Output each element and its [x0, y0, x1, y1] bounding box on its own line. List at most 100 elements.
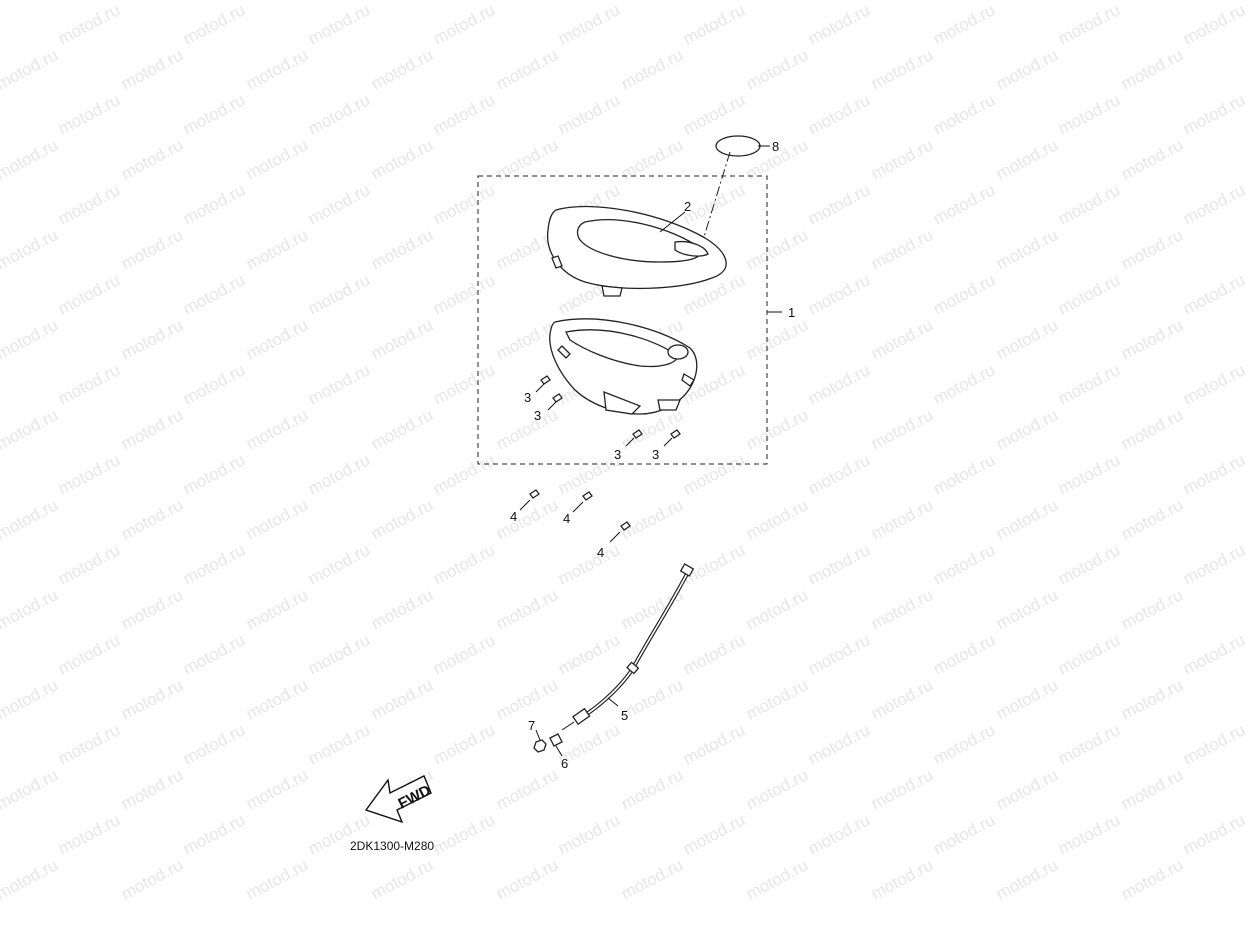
watermark-text: motod.ru — [868, 585, 936, 633]
watermark-text: motod.ru — [868, 765, 936, 813]
watermark-text: motod.ru — [743, 405, 811, 453]
watermark-text: motod.ru — [430, 0, 498, 48]
watermark-text: motod.ru — [118, 45, 186, 93]
watermark-text: motod.ru — [0, 315, 61, 363]
watermark-text: motod.ru — [993, 315, 1061, 363]
watermark-text: motod.ru — [180, 630, 248, 678]
watermark-text: motod.ru — [1118, 675, 1186, 723]
watermark-text: motod.ru — [993, 675, 1061, 723]
watermark-text: motod.ru — [493, 585, 561, 633]
watermark-text: motod.ru — [118, 405, 186, 453]
watermark-text: motod.ru — [305, 630, 373, 678]
watermark-text: motod.ru — [868, 45, 936, 93]
watermark-text: motod.ru — [993, 405, 1061, 453]
watermark-text: motod.ru — [0, 135, 61, 183]
watermark-text: motod.ru — [368, 855, 436, 903]
screw-group-3 — [535, 375, 681, 447]
watermark-text: motod.ru — [118, 0, 186, 4]
watermark-text: motod.ru — [55, 360, 123, 408]
watermark-text: motod.ru — [1055, 360, 1123, 408]
watermark-text: motod.ru — [180, 720, 248, 768]
watermark-text: motod.ru — [1118, 765, 1186, 813]
watermark-text: motod.ru — [680, 90, 748, 138]
watermark-text: motod.ru — [305, 270, 373, 318]
watermark-text: motod.ru — [0, 45, 61, 93]
watermark-text: motod.ru — [930, 810, 998, 858]
leader-5 — [607, 697, 619, 707]
screw-3b — [552, 393, 563, 403]
watermark-text: motod.ru — [618, 855, 686, 903]
watermark-text: motod.ru — [743, 585, 811, 633]
watermark-text: motod.ru — [430, 360, 498, 408]
watermark-text: motod.ru — [805, 720, 873, 768]
watermark-text: motod.ru — [743, 225, 811, 273]
part-meter-body — [549, 318, 698, 415]
watermark-text: motod.ru — [1118, 225, 1186, 273]
watermark-text: motod.ru — [1055, 270, 1123, 318]
watermark-text: motod.ru — [1180, 270, 1246, 318]
callout-7: 7 — [528, 718, 535, 733]
watermark-text: motod.ru — [368, 225, 436, 273]
watermark-text: motod.ru — [243, 0, 311, 4]
watermark-text: motod.ru — [1180, 720, 1246, 768]
watermark-text: motod.ru — [680, 540, 748, 588]
watermark-text: motod.ru — [0, 675, 61, 723]
watermark-text: motod.ru — [618, 0, 686, 4]
watermark-text: motod.ru — [1118, 135, 1186, 183]
watermark-text: motod.ru — [180, 0, 248, 48]
watermark-text: motod.ru — [430, 540, 498, 588]
watermark-text: motod.ru — [118, 765, 186, 813]
watermark-text: motod.ru — [993, 585, 1061, 633]
screw-3d — [670, 429, 681, 439]
watermark-text: motod.ru — [305, 450, 373, 498]
watermark-text: motod.ru — [305, 720, 373, 768]
watermark-text: motod.ru — [493, 675, 561, 723]
watermark-text: motod.ru — [805, 270, 873, 318]
callout-3d: 3 — [652, 447, 659, 462]
watermark-text: motod.ru — [55, 630, 123, 678]
watermark-text: motod.ru — [1055, 810, 1123, 858]
watermark-text: motod.ru — [1180, 540, 1246, 588]
part-2-meter-cover — [547, 205, 727, 297]
watermark-text: motod.ru — [118, 315, 186, 363]
watermark-text: motod.ru — [930, 720, 998, 768]
watermark-text: motod.ru — [493, 0, 561, 4]
callout-3c: 3 — [614, 447, 621, 462]
leader-2 — [659, 211, 686, 233]
watermark-text: motod.ru — [55, 90, 123, 138]
watermark-text: motod.ru — [993, 855, 1061, 903]
watermark-text: motod.ru — [305, 90, 373, 138]
watermark-text: motod.ru — [55, 540, 123, 588]
watermark-text: motod.ru — [868, 855, 936, 903]
diagram-code: 2DK1300-M280 — [350, 839, 434, 853]
watermark-text: motod.ru — [1118, 45, 1186, 93]
screw-4a — [529, 489, 540, 499]
watermark-text: motod.ru — [368, 45, 436, 93]
watermark-text: motod.ru — [55, 0, 123, 48]
watermark-text: motod.ru — [805, 0, 873, 48]
callout-4c: 4 — [597, 545, 604, 560]
watermark-text: motod.ru — [305, 360, 373, 408]
watermark-text: motod.ru — [493, 405, 561, 453]
watermark-text: motod.ru — [55, 810, 123, 858]
watermark-text: motod.ru — [555, 540, 623, 588]
watermark-text: motod.ru — [0, 225, 61, 273]
watermark-text: motod.ru — [55, 180, 123, 228]
watermark-text: motod.ru — [430, 810, 498, 858]
watermark-text: motod.ru — [1118, 315, 1186, 363]
watermark-text: motod.ru — [243, 405, 311, 453]
watermark-text: motod.ru — [368, 135, 436, 183]
watermark-text: motod.ru — [430, 90, 498, 138]
watermark-text: motod.ru — [868, 315, 936, 363]
watermark-text: motod.ru — [118, 495, 186, 543]
watermark-text: motod.ru — [430, 270, 498, 318]
watermark-text: motod.ru — [680, 720, 748, 768]
watermark-text: motod.ru — [368, 585, 436, 633]
watermark-text: motod.ru — [1055, 450, 1123, 498]
watermark-text: motod.ru — [1118, 585, 1186, 633]
watermark-text: motod.ru — [743, 495, 811, 543]
watermark-text: motod.ru — [868, 675, 936, 723]
watermark-text: motod.ru — [680, 630, 748, 678]
watermark-text: motod.ru — [805, 540, 873, 588]
